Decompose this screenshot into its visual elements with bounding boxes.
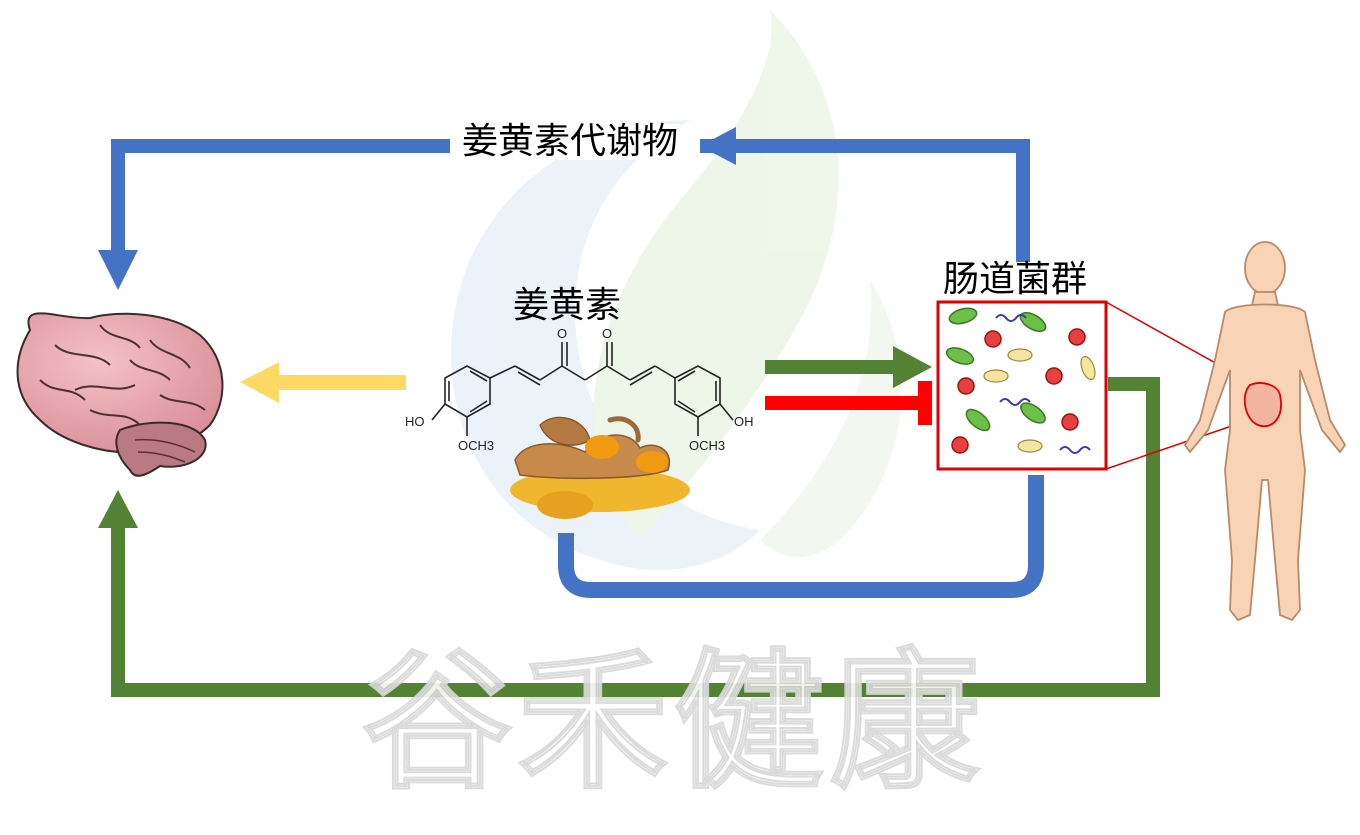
turmeric-icon xyxy=(510,416,690,519)
gut-microbiota-label: 肠道菌群 xyxy=(943,259,1088,300)
promote-arrow xyxy=(765,346,932,388)
gut-to-brain-arrow xyxy=(98,377,1160,697)
human-body-icon xyxy=(1183,241,1347,622)
chem-o-left: O xyxy=(557,326,568,341)
chem-och3-left: OCH3 xyxy=(458,438,495,453)
inhibit-arrow xyxy=(765,381,932,425)
bacteria-icon xyxy=(945,307,1096,454)
metabolites-label: 姜黄素代谢物 xyxy=(460,121,681,162)
watermark-text: 谷禾健康 xyxy=(361,636,987,810)
brain-icon xyxy=(16,312,224,477)
chem-och3-right: OCH3 xyxy=(689,438,726,453)
metabolite-arrow xyxy=(98,127,1030,290)
curcumin-structure xyxy=(431,342,734,436)
gut-to-curcumin-loop xyxy=(558,475,1044,598)
gut-microbiota-box xyxy=(936,300,1256,471)
curcumin-label: 姜黄素 xyxy=(513,285,622,326)
chem-o-right: O xyxy=(602,326,613,341)
curcumin-to-brain-arrow xyxy=(240,362,406,403)
chem-oh-right: OH xyxy=(734,414,754,429)
chem-ho-left: HO xyxy=(405,414,425,429)
